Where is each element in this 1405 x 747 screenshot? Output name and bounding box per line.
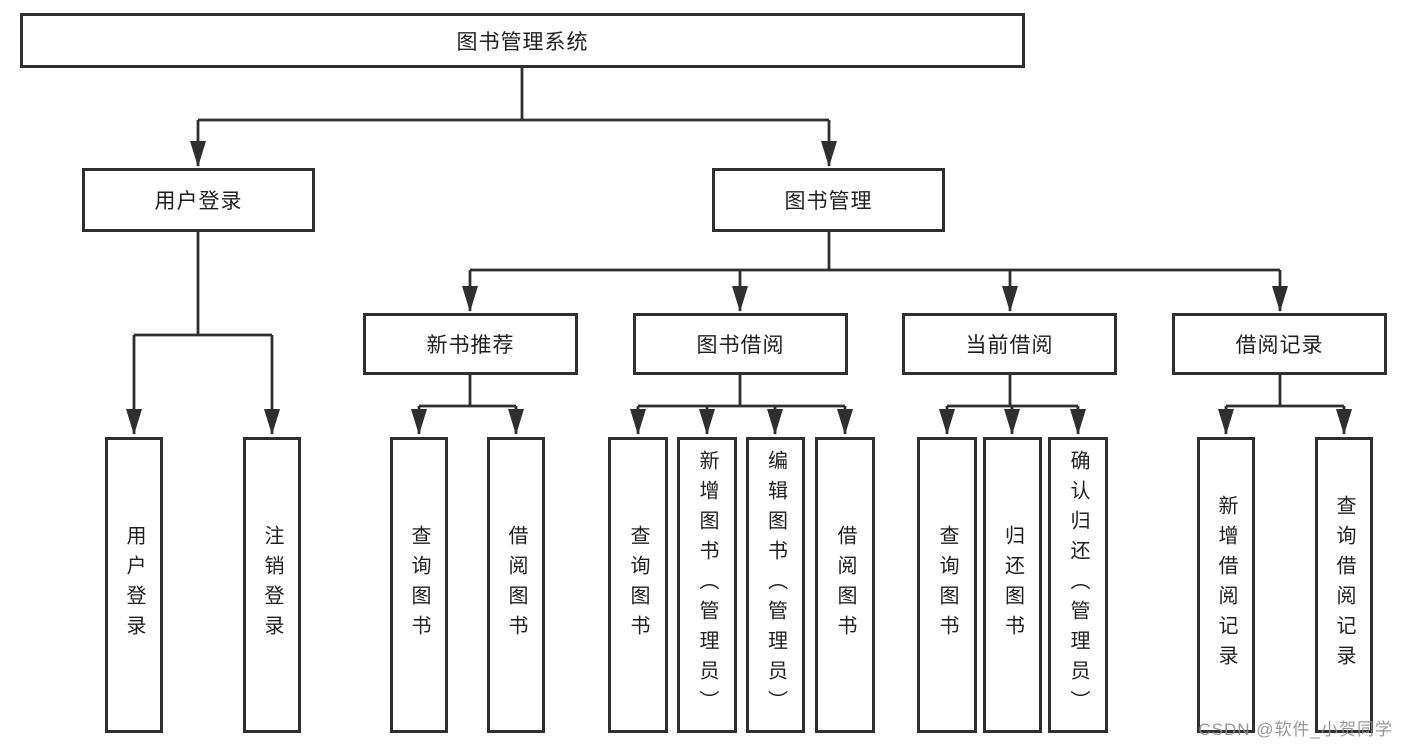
node-current-borrowing: 当前借阅 (902, 313, 1117, 375)
leaf-cb-query-books-label: 查询图书 (936, 525, 958, 645)
node-user-login-label: 用户登录 (154, 190, 243, 213)
leaf-nbr-query-books: 查询图书 (390, 437, 448, 733)
leaf-logout-label: 注销登录 (261, 525, 283, 645)
leaf-nbr-query-books-label: 查询图书 (408, 525, 430, 645)
leaf-br-query-record: 查询借阅记录 (1315, 437, 1373, 733)
leaf-bb-borrow-books-label: 借阅图书 (834, 525, 856, 645)
leaf-user-login-label: 用户登录 (123, 525, 145, 645)
node-current-borrowing-label: 当前借阅 (965, 334, 1054, 357)
node-user-login: 用户登录 (82, 168, 315, 232)
leaf-br-query-record-label: 查询借阅记录 (1333, 495, 1355, 675)
leaf-bb-edit-book-admin: 编辑图书（管理员） (746, 437, 805, 733)
leaf-bb-add-book-admin-label: 新增图书（管理员） (696, 450, 718, 720)
leaf-bb-add-book-admin: 新增图书（管理员） (677, 437, 737, 733)
node-root-label: 图书管理系统 (456, 30, 589, 54)
leaf-bb-borrow-books: 借阅图书 (815, 437, 875, 733)
leaf-bb-query-books: 查询图书 (608, 437, 668, 733)
node-new-book-recommend: 新书推荐 (363, 313, 578, 375)
leaf-br-add-record-label: 新增借阅记录 (1215, 495, 1237, 675)
branch-rails (134, 68, 1344, 408)
leaf-cb-return-books-label: 归还图书 (1001, 525, 1024, 645)
node-book-management-label: 图书管理 (784, 190, 873, 213)
watermark-text: CSDN @软件_小贺同学 (1198, 720, 1393, 739)
leaf-cb-query-books: 查询图书 (917, 437, 977, 733)
leaf-cb-confirm-return-admin-label: 确认归还（管理员） (1067, 450, 1089, 720)
leaf-cb-confirm-return-admin: 确认归还（管理员） (1048, 437, 1108, 733)
leaf-cb-return-books: 归还图书 (983, 437, 1042, 733)
leaf-br-add-record: 新增借阅记录 (1197, 437, 1255, 733)
leaf-bb-query-books-label: 查询图书 (627, 525, 649, 645)
leaf-logout: 注销登录 (243, 437, 301, 733)
node-book-borrowing-label: 图书借阅 (696, 334, 785, 357)
node-borrowing-records: 借阅记录 (1172, 313, 1387, 375)
leaf-user-login: 用户登录 (105, 437, 163, 733)
node-book-management: 图书管理 (712, 168, 945, 232)
leaf-bb-edit-book-admin-label: 编辑图书（管理员） (764, 450, 787, 720)
node-borrowing-records-label: 借阅记录 (1235, 334, 1324, 357)
node-root: 图书管理系统 (20, 13, 1025, 68)
node-book-borrowing: 图书借阅 (633, 313, 848, 375)
leaf-nbr-borrow-books: 借阅图书 (487, 437, 545, 733)
leaf-nbr-borrow-books-label: 借阅图书 (505, 525, 527, 645)
node-new-book-recommend-label: 新书推荐 (426, 334, 515, 357)
